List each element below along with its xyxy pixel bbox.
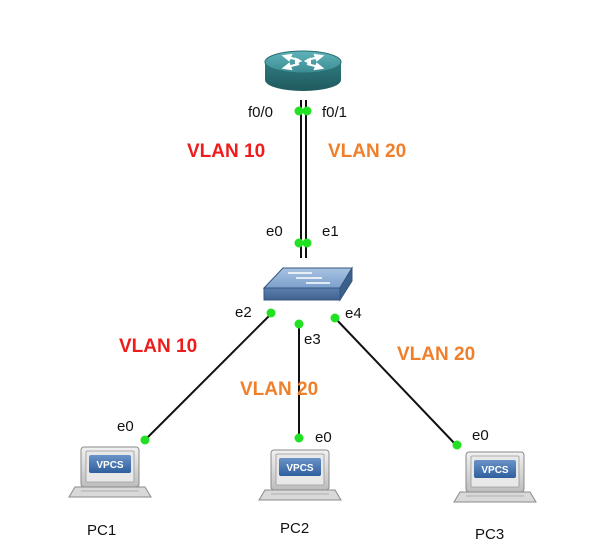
port-label-e3: e3 [304, 331, 321, 348]
computer-icon: VPCS [453, 451, 537, 503]
pc3[interactable]: VPCS [453, 451, 537, 503]
port-dot-f0-0 [294, 106, 304, 116]
router-icon [264, 50, 342, 91]
link-pc1[interactable] [143, 312, 273, 442]
port-dot-e2 [266, 308, 276, 318]
vpcs-badge: VPCS [481, 465, 509, 476]
vpcs-badge: VPCS [96, 460, 124, 471]
pc2[interactable]: VPCS [258, 449, 342, 501]
vlan-label-trunk-left: VLAN 10 [187, 141, 265, 162]
vlan-label-pc2: VLAN 20 [240, 379, 318, 400]
port-label-pc1-e0: e0 [117, 418, 134, 435]
switch-icon [262, 266, 353, 302]
port-label-e2: e2 [235, 304, 252, 321]
vlan-label-pc3: VLAN 20 [397, 344, 475, 365]
port-dot-e1 [302, 238, 312, 248]
port-label-f0-0: f0/0 [248, 104, 273, 121]
port-label-e1: e1 [322, 223, 339, 240]
port-dot-pc1-e0 [140, 435, 150, 445]
router[interactable] [264, 50, 342, 91]
port-dot-e4 [330, 313, 340, 323]
host-label-pc3: PC3 [475, 526, 504, 543]
computer-icon: VPCS [68, 446, 152, 498]
computer-icon: VPCS [258, 449, 342, 501]
port-label-f0-1: f0/1 [322, 104, 347, 121]
port-dot-pc2-e0 [294, 433, 304, 443]
host-label-pc2: PC2 [280, 520, 309, 537]
port-dot-e0 [294, 238, 304, 248]
pc1[interactable]: VPCS [68, 446, 152, 498]
port-dot-pc3-e0 [452, 440, 462, 450]
vlan-label-trunk-right: VLAN 20 [328, 141, 406, 162]
vlan-label-pc1: VLAN 10 [119, 336, 197, 357]
port-indicators [140, 106, 462, 450]
switch[interactable] [262, 266, 353, 302]
vpcs-badge: VPCS [286, 463, 314, 474]
port-label-pc2-e0: e0 [315, 429, 332, 446]
port-dot-e3 [294, 319, 304, 329]
port-label-e4: e4 [345, 305, 362, 322]
port-label-pc3-e0: e0 [472, 427, 489, 444]
port-dot-f0-1 [302, 106, 312, 116]
host-label-pc1: PC1 [87, 522, 116, 539]
port-label-e0: e0 [266, 223, 283, 240]
trunk-link[interactable] [300, 100, 307, 258]
link-pc3[interactable] [334, 317, 458, 447]
